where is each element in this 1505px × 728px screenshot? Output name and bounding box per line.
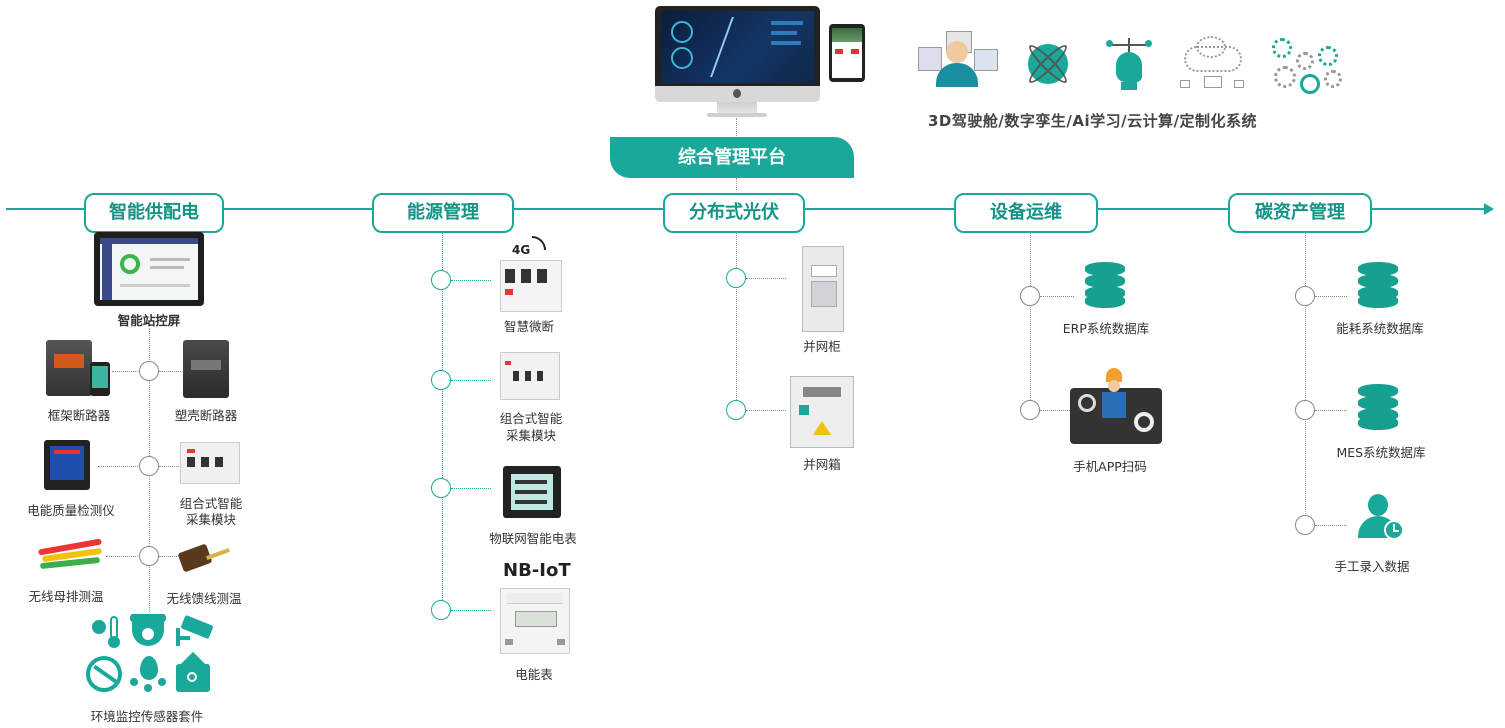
platform-features-caption: 3D驾驶舱/数字孪生/Ai学习/云计算/定制化系统 (928, 112, 1258, 130)
power-item-3: 组合式智能 采集模块 (179, 496, 243, 527)
maintenance-item-1: 手机APP扫码 (1073, 459, 1147, 474)
tab-maintenance: 设备运维 (954, 193, 1098, 233)
mobile-app-scan-icon (1070, 366, 1162, 444)
power-item-4: 无线母排测温 (28, 589, 104, 604)
busbar-temp-sensor (37, 536, 104, 572)
driver-cockpit-icon (916, 27, 998, 87)
carbon-item-0: 能耗系统数据库 (1336, 321, 1424, 336)
signal-icon (532, 236, 546, 250)
cctv-camera-icon (176, 614, 214, 646)
smart-home-icon (176, 651, 210, 692)
cloud-computing-icon (1178, 34, 1248, 94)
env-sensor-label: 环境监控传感器套件 (90, 709, 204, 724)
tab-maintenance-label: 设备运维 (990, 202, 1062, 223)
monitor (655, 6, 820, 118)
station-screen (94, 232, 204, 306)
pv-item-0: 并网柜 (803, 339, 841, 354)
energy-item-3: 电能表 (515, 667, 553, 682)
frame-breaker (46, 340, 112, 400)
platform-title: 综合管理平台 (678, 147, 786, 168)
energy-item-1: 组合式智能 采集模块 (499, 411, 563, 443)
tab-energy-label: 能源管理 (407, 202, 479, 223)
erp-database-icon (1085, 262, 1125, 308)
camera-dome-icon (130, 614, 166, 648)
mes-database-icon (1358, 384, 1398, 430)
smart-mcb (500, 260, 562, 312)
timeline-arrow-icon (1484, 203, 1494, 215)
ai-learning-icon (1104, 38, 1154, 90)
energy-item-0: 智慧微断 (503, 319, 555, 334)
feeder-temp-sensor (177, 542, 230, 573)
badge-4g: 4G (512, 243, 531, 257)
apple-logo-icon (733, 89, 741, 98)
grid-box (790, 376, 854, 448)
dashboard-screen (661, 11, 814, 83)
custom-system-icon (1266, 36, 1348, 96)
pv-item-1: 并网箱 (803, 457, 841, 472)
energy-database-icon (1358, 262, 1398, 308)
temperature-icon (90, 614, 124, 648)
power-item-1: 塑壳断路器 (174, 408, 238, 423)
maintenance-item-0: ERP系统数据库 (1062, 321, 1150, 336)
power-item-0: 框架断路器 (47, 408, 111, 423)
grid-cabinet (802, 246, 844, 332)
badge-nbiot: NB-IoT (503, 560, 571, 581)
water-leak-icon (130, 654, 166, 692)
manual-entry-icon (1358, 494, 1404, 540)
digital-twin-icon (1022, 38, 1074, 90)
iot-meter (503, 466, 561, 518)
power-item-5: 无线馈线测温 (166, 591, 242, 606)
power-item-2: 电能质量检测仪 (27, 503, 115, 518)
acquisition-module-b (500, 352, 560, 400)
tab-power: 智能供配电 (84, 193, 224, 233)
platform-banner: 综合管理平台 (610, 137, 854, 178)
tab-pv-label: 分布式光伏 (689, 202, 779, 223)
tab-carbon: 碳资产管理 (1228, 193, 1372, 233)
carbon-item-2: 手工录入数据 (1334, 559, 1410, 574)
station-screen-label: 智能站控屏 (117, 313, 181, 328)
electricity-meter (500, 588, 570, 654)
carbon-item-1: MES系统数据库 (1336, 445, 1426, 460)
energy-item-2: 物联网智能电表 (489, 531, 577, 546)
tab-power-label: 智能供配电 (109, 202, 199, 223)
tab-energy: 能源管理 (372, 193, 514, 233)
acquisition-module-a (180, 442, 240, 484)
tab-pv: 分布式光伏 (663, 193, 805, 233)
tab-carbon-label: 碳资产管理 (1255, 202, 1345, 223)
molded-case-breaker (183, 340, 229, 398)
tablet (829, 24, 865, 82)
no-smoking-icon (86, 656, 122, 692)
power-quality-meter (44, 440, 90, 490)
